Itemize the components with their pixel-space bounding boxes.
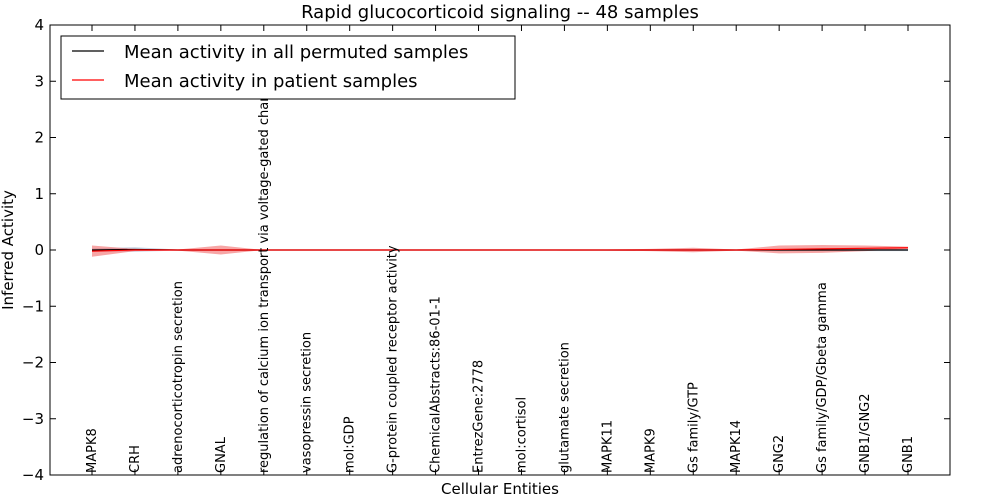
x-tick-label: MAPK14 bbox=[729, 420, 744, 473]
x-tick-label: glutamate secretion bbox=[557, 342, 572, 473]
x-tick-label: GNB1 bbox=[901, 436, 916, 473]
confidence-bands bbox=[92, 244, 908, 257]
x-tick-label: adrenocorticotropin secretion bbox=[171, 281, 186, 473]
y-tick-label: 4 bbox=[34, 16, 44, 34]
x-tick-label: EntrezGene:2778 bbox=[472, 360, 487, 473]
y-tick-label: 0 bbox=[34, 241, 44, 259]
y-tick-label: 1 bbox=[34, 185, 44, 203]
legend-label-permuted: Mean activity in all permuted samples bbox=[124, 42, 468, 63]
y-tick-label: −2 bbox=[22, 354, 44, 372]
x-axis-label: Cellular Entities bbox=[441, 480, 559, 498]
x-tick-label: Gs family/GTP bbox=[686, 382, 701, 473]
y-axis-label: Inferred Activity bbox=[0, 190, 17, 310]
y-tick-label: −3 bbox=[22, 410, 44, 428]
x-tick-label: MAPK11 bbox=[600, 420, 615, 473]
legend-box bbox=[60, 35, 516, 100]
legend-label-patient: Mean activity in patient samples bbox=[124, 71, 418, 92]
x-tick-label: G-protein coupled receptor activity bbox=[386, 245, 401, 473]
band-1 bbox=[92, 244, 908, 257]
x-tick-label: GNB1/GNG2 bbox=[858, 393, 873, 473]
x-tick-label: MAPK8 bbox=[85, 428, 100, 473]
series-lines bbox=[91, 247, 909, 252]
x-tick-label: Gs family/GDP/Gbeta gamma bbox=[815, 282, 830, 473]
legend: Mean activity in all permuted samples Me… bbox=[60, 35, 516, 100]
y-tick-label: −4 bbox=[22, 466, 44, 484]
y-tick-label: −1 bbox=[22, 297, 44, 315]
series-line-1 bbox=[91, 247, 909, 252]
x-tick-label: vasopressin secretion bbox=[300, 332, 315, 473]
y-tick-label: 3 bbox=[34, 72, 44, 90]
x-tick-label: GNG2 bbox=[772, 435, 787, 473]
x-tick-label: ChemicalAbstracts:86-01-1 bbox=[429, 296, 444, 473]
y-tick-label: 2 bbox=[34, 129, 44, 147]
x-tick-label: mol:cortisol bbox=[514, 397, 529, 473]
x-tick-label: regulation of calcium ion transport via … bbox=[257, 74, 272, 473]
x-tick-label: GNAL bbox=[214, 436, 229, 473]
x-tick-label: CRH bbox=[128, 445, 143, 473]
chart-title: Rapid glucocorticoid signaling -- 48 sam… bbox=[301, 2, 699, 23]
x-tick-label: MAPK9 bbox=[643, 428, 658, 473]
x-tick-label: mol:GDP bbox=[343, 416, 358, 473]
y-axis: −4 −3 −2 −1 0 1 2 3 4 bbox=[22, 16, 950, 484]
